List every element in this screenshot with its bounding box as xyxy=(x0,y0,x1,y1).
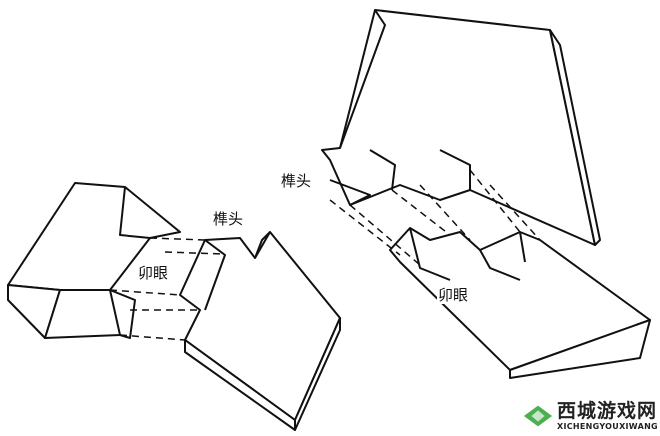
watermark-title: 西城游戏网 xyxy=(557,399,658,422)
watermark-subtitle: XICHENGYOUXIWANG xyxy=(557,421,658,431)
left-tenon-label: 榫头 xyxy=(212,210,245,228)
left-joint-mortise-block xyxy=(7,182,181,339)
watermark: 西城游戏网 XICHENGYOUXIWANG xyxy=(522,396,660,436)
left-joint-tenon-block xyxy=(179,231,341,431)
watermark-logo-icon xyxy=(523,405,553,427)
right-joint-guide-lines xyxy=(329,169,541,266)
right-joint-mortise-beam xyxy=(389,227,651,379)
left-mortise-label: 卯眼 xyxy=(137,264,170,282)
left-joint-guide-lines xyxy=(109,237,223,341)
right-joint-tenon-beam xyxy=(321,9,601,246)
right-mortise-label: 卯眼 xyxy=(437,286,470,304)
right-tenon-label: 榫头 xyxy=(280,172,313,190)
